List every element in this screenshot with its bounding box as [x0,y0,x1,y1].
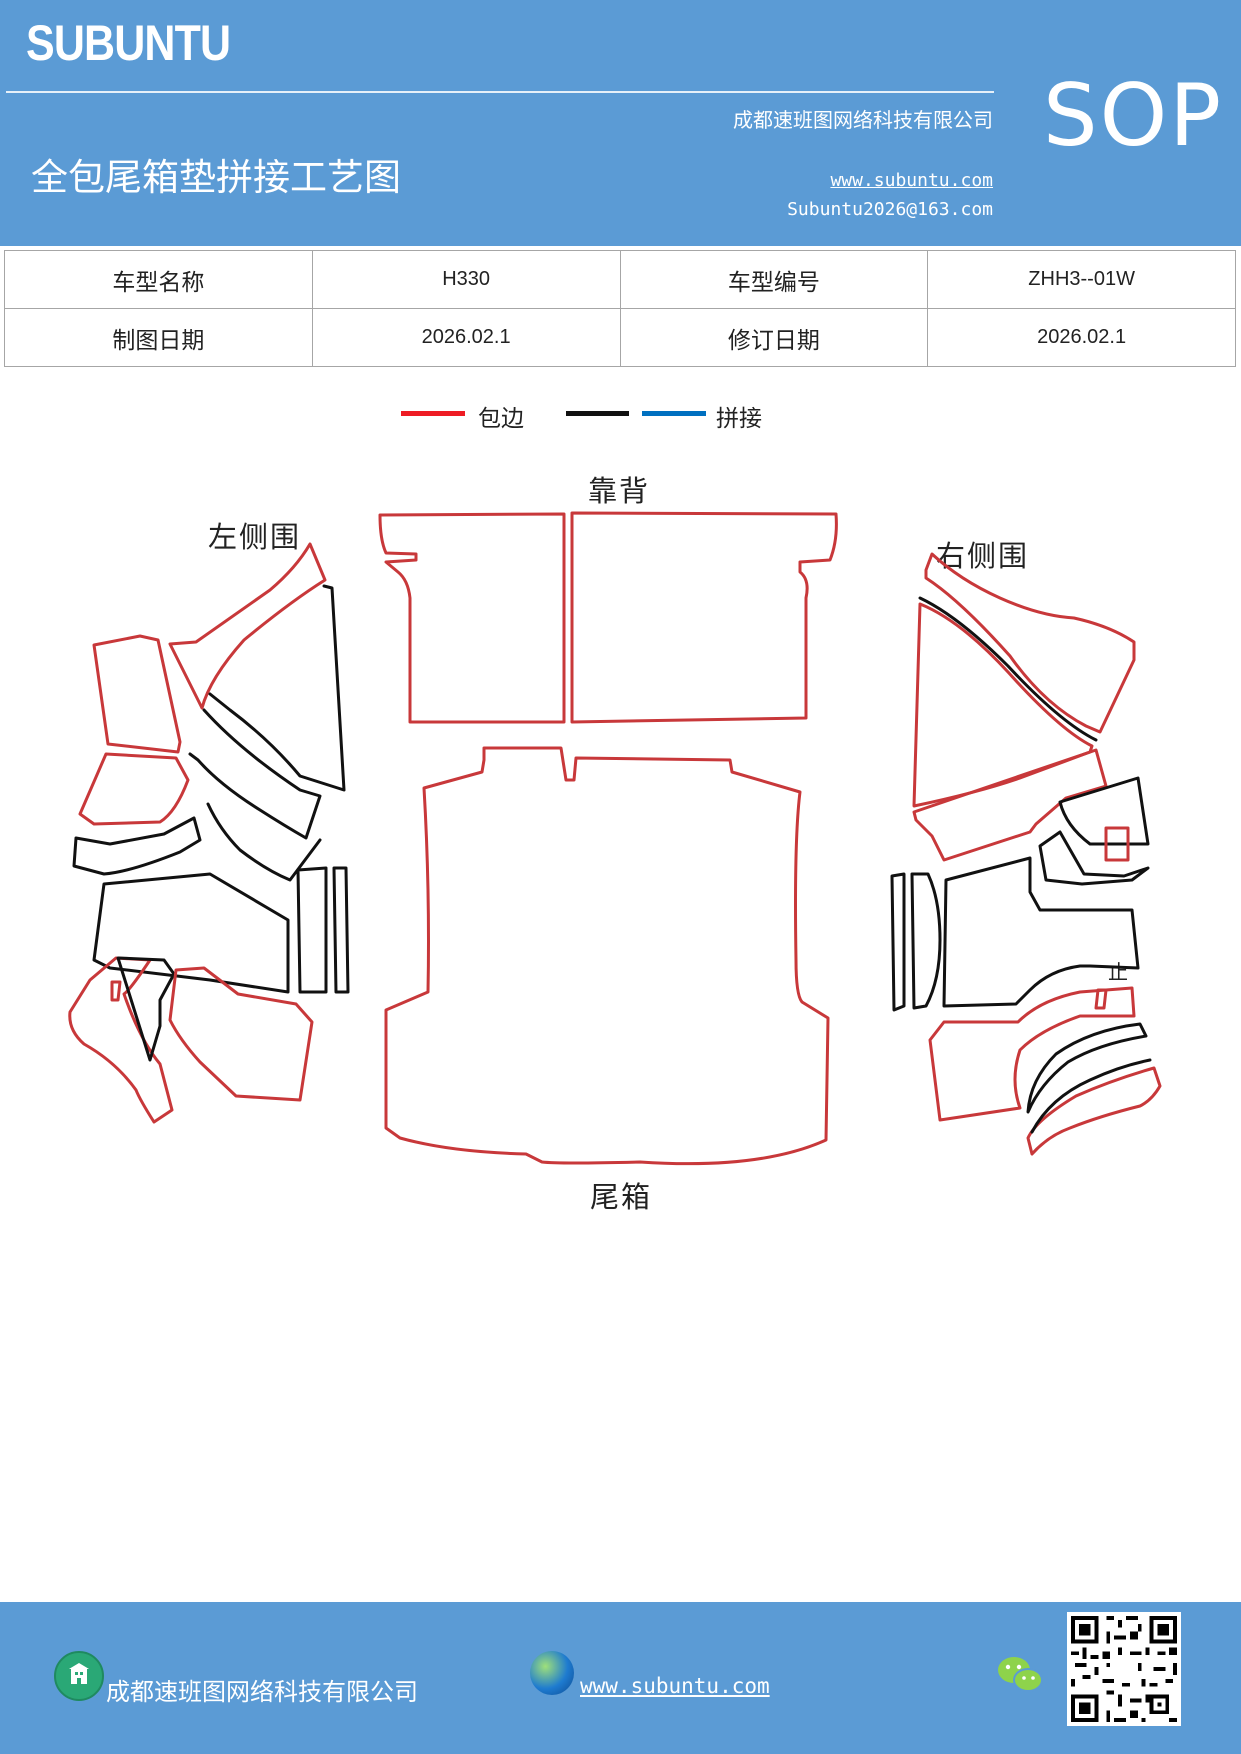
left-piece-5 [72,816,202,876]
document-title: 全包尾箱垫拼接工艺图 [31,156,401,199]
model-code-value: ZHH3--01W [927,250,1236,309]
right-piece-9 [1026,1022,1148,1114]
left-piece-2 [168,542,327,710]
left-piece-6 [92,872,290,994]
right-piece-10 [1026,1066,1162,1156]
right-slot-2 [1094,988,1108,1010]
left-seam-2 [206,802,322,882]
right-slot-1 [1104,826,1130,862]
header-company: 成都速班图网络科技有限公司 [733,108,993,132]
right-piece-6 [1038,830,1150,886]
left-piece-8 [116,956,176,1062]
left-seam-1 [208,584,346,792]
right-piece-8 [928,986,1136,1122]
drawing-date-value: 2026.02.1 [311,308,621,367]
label-backrest: 靠背 [588,474,651,508]
vehicle-info-table: 车型名称 H330 车型编号 ZHH3--01W 制图日期 2026.02.1 … [4,250,1236,367]
table-row: 车型名称 H330 车型编号 ZHH3--01W [4,250,1236,309]
header-divider [6,91,994,93]
right-strip-1 [890,872,906,1012]
left-slot [110,980,122,1002]
right-piece-5 [1058,776,1150,846]
header-email[interactable]: Subuntu2026@163.com [787,199,993,220]
legend-line-black [566,411,629,416]
legend-label-edge: 包边 [478,406,524,432]
right-piece-7 [942,856,1140,1008]
legend-line-red [401,411,465,416]
right-strip-2 [910,872,942,1010]
label-right-side: 右侧围 [936,539,1030,573]
left-piece-3 [188,708,322,840]
left-piece-9 [168,966,314,1102]
model-name-label: 车型名称 [4,250,313,309]
legend-line-blue [642,411,706,416]
left-strip-1 [296,866,328,994]
legend-label-seam: 拼接 [716,406,762,432]
right-piece-2 [912,602,1094,808]
left-piece-4 [78,752,190,826]
header-banner: SUBUNTU 成都速班图网络科技有限公司 全包尾箱垫拼接工艺图 www.sub… [0,0,1241,246]
trunk-mat-diagram [68,511,1162,1166]
revision-date-label: 修订日期 [619,308,929,367]
right-piece-4 [912,748,1108,862]
model-code-label: 车型编号 [619,250,929,309]
building-icon [54,1651,104,1701]
brand-logo: SUBUNTU [26,15,231,71]
revision-date-value: 2026.02.1 [927,308,1236,367]
backrest-left-panel [378,512,566,724]
line-legend: 包边 拼接 [0,399,1241,439]
right-seam-1 [1030,1058,1152,1134]
footer-banner: 成都速班图网络科技有限公司 www.subuntu.com [0,1602,1241,1754]
left-strip-2 [332,866,350,994]
wechat-icon[interactable] [996,1654,1044,1700]
globe-icon [530,1651,574,1695]
left-piece-7 [68,956,174,1124]
left-piece-1 [92,634,182,754]
label-left-side: 左侧围 [208,520,302,554]
drawing-date-label: 制图日期 [4,308,313,367]
sop-badge: SOP [1043,66,1224,166]
right-piece-3 [918,596,1098,742]
right-piece-1 [924,552,1136,734]
qr-code [1067,1612,1181,1726]
label-trunk: 尾箱 [590,1180,653,1214]
footer-company: 成都速班图网络科技有限公司 [106,1678,418,1706]
header-website-link[interactable]: www.subuntu.com [830,170,993,191]
table-row: 制图日期 2026.02.1 修订日期 2026.02.1 [4,308,1236,367]
backrest-right-panel [570,511,838,724]
trunk-floor-panel [384,746,830,1166]
model-name-value: H330 [311,250,621,309]
footer-website-link[interactable]: www.subuntu.com [580,1674,770,1698]
